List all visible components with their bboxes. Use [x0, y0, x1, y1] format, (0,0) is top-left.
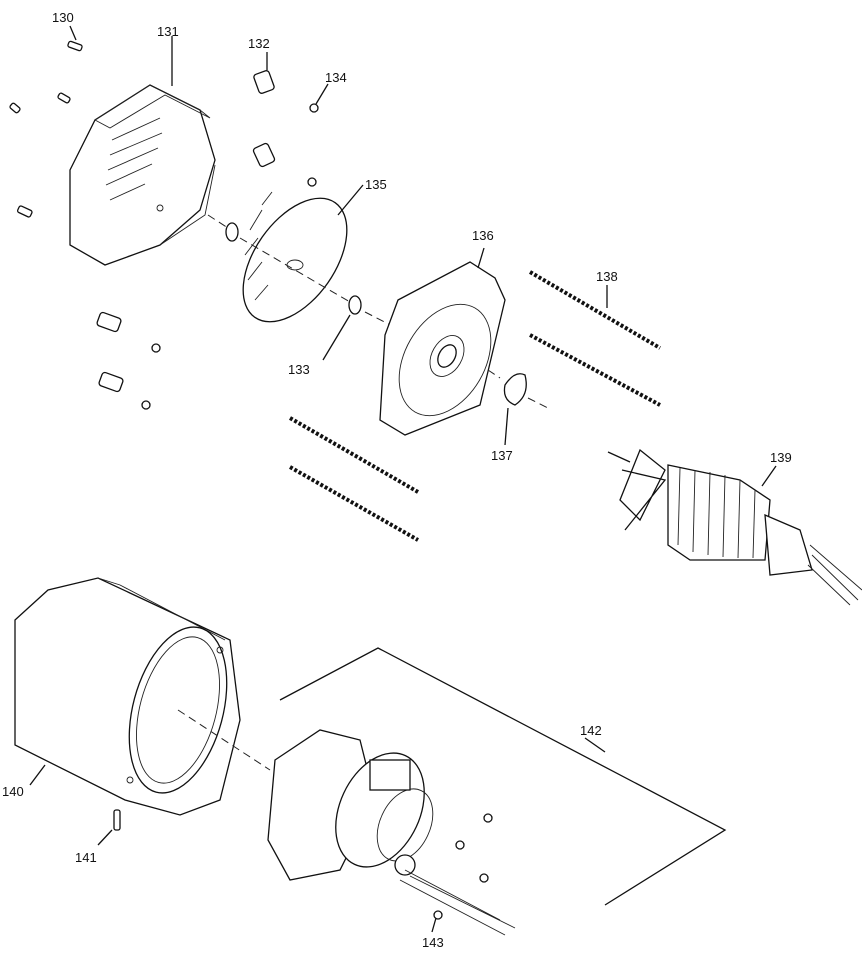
label-131: 131	[157, 24, 179, 39]
label-140: 140	[2, 784, 24, 799]
label-130: 130	[52, 10, 74, 25]
label-133: 133	[288, 362, 310, 377]
nut-134	[141, 103, 319, 410]
armature-139	[619, 448, 862, 606]
label-139: 139	[770, 450, 792, 465]
end-bell-136	[379, 261, 506, 436]
fan-135	[242, 191, 348, 323]
screw-141	[113, 809, 121, 831]
label-142: 142	[580, 723, 602, 738]
screw-130	[9, 40, 83, 218]
label-134: 134	[325, 70, 347, 85]
bushing-132	[96, 70, 276, 393]
stator-housing-140	[14, 577, 241, 816]
through-bolt-138	[288, 270, 662, 542]
label-141: 141	[75, 850, 97, 865]
washer-133a	[225, 222, 239, 242]
wave-washer-137	[503, 373, 527, 406]
brush-holder-assembly-142	[267, 647, 727, 936]
label-135: 135	[365, 177, 387, 192]
label-143: 143	[422, 935, 444, 950]
fan-shroud-131	[69, 84, 216, 266]
label-136: 136	[472, 228, 494, 243]
label-137: 137	[491, 448, 513, 463]
label-138: 138	[596, 269, 618, 284]
label-132: 132	[248, 36, 270, 51]
washer-133	[348, 295, 362, 315]
